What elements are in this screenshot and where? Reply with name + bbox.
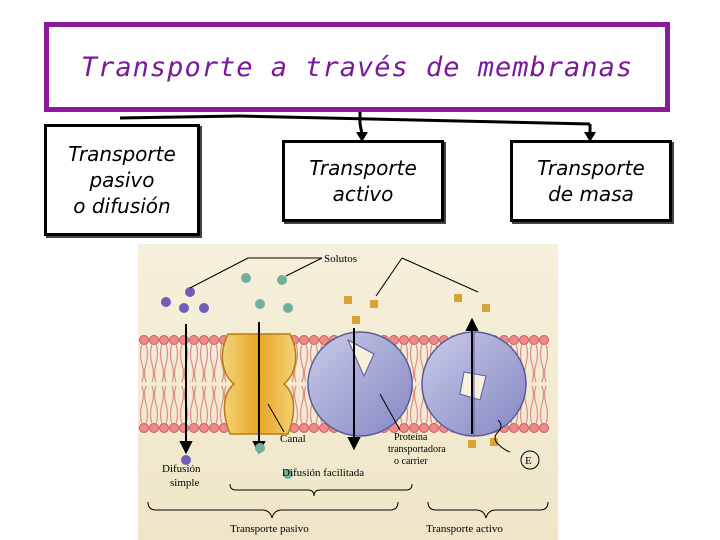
solute-particles bbox=[161, 273, 498, 479]
label-difusion-facilitada: Difusión facilitada bbox=[282, 467, 364, 479]
label-solutos: Solutos bbox=[324, 253, 357, 265]
box-transporte-masa: Transporte de masa bbox=[510, 140, 672, 222]
box-transporte-pasivo: Transporte pasivo o difusión bbox=[44, 124, 200, 236]
page-title: Transporte a través de membranas bbox=[80, 51, 634, 83]
arrow-activo bbox=[356, 132, 368, 142]
label-difusion-simple: Difusión simple bbox=[162, 463, 203, 489]
box-label: Transporte de masa bbox=[537, 156, 645, 206]
label-transporte-activo: Transporte activo bbox=[426, 523, 503, 535]
membrane-figure: Solutos Canal Proteína transportadora o … bbox=[138, 244, 558, 540]
label-energia: E bbox=[525, 455, 532, 467]
label-canal: Canal bbox=[280, 433, 306, 445]
box-label: Transporte activo bbox=[309, 156, 417, 206]
energy-icon bbox=[520, 450, 540, 470]
box-transporte-activo: Transporte activo bbox=[282, 140, 444, 222]
label-proteina: Proteína transportadora o carrier bbox=[388, 432, 448, 467]
label-transporte-pasivo: Transporte pasivo bbox=[230, 523, 309, 535]
box-label: Transporte pasivo o difusión bbox=[68, 142, 176, 218]
carrier-protein-1 bbox=[307, 331, 413, 437]
title-box: Transporte a través de membranas bbox=[44, 22, 670, 112]
arrow-masa bbox=[584, 132, 596, 142]
